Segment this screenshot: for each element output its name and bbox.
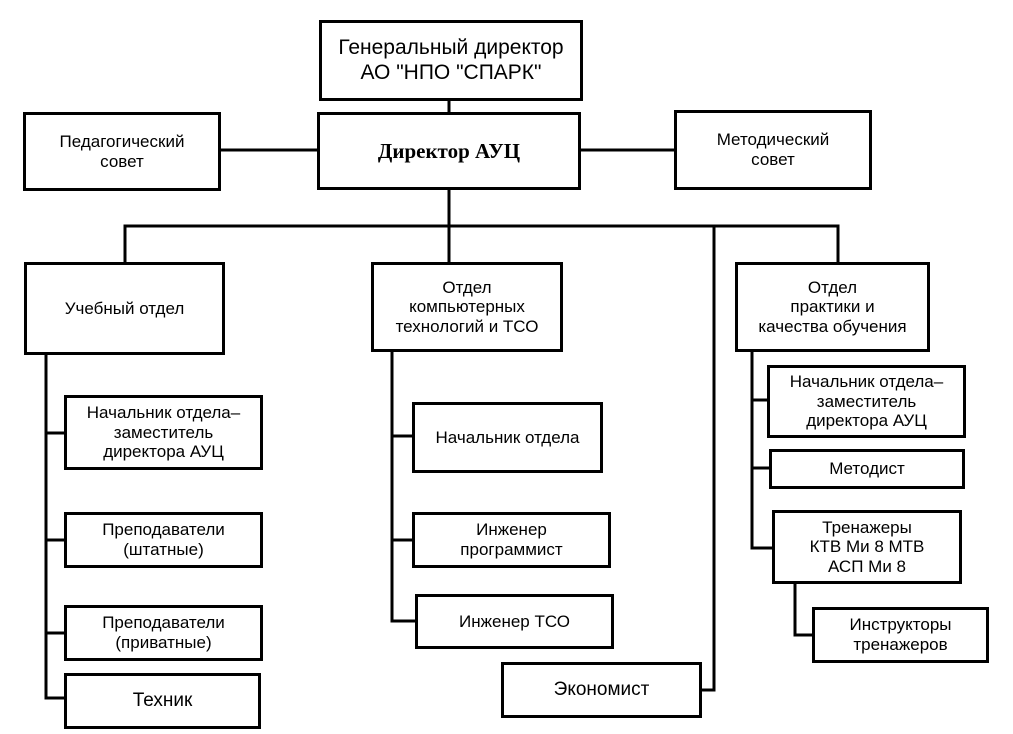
engineer-tso-box: Инженер ТСО	[415, 594, 614, 649]
study-department-box: Учебный отдел	[24, 262, 225, 355]
comp-head-box: Начальник отдела	[412, 402, 603, 473]
teachers-staff-box: Преподаватели (штатные)	[64, 512, 263, 568]
simulator-instructors-box: Инструкторы тренажеров	[812, 607, 989, 663]
technician-box: Техник	[64, 673, 261, 729]
practice-quality-department-box: Отдел практики и качества обучения	[735, 262, 930, 352]
director-box: Директор АУЦ	[317, 112, 581, 190]
computer-technologies-department-box: Отдел компьютерных технологий и ТСО	[371, 262, 563, 352]
study-head-box: Начальник отдела– заместитель директора …	[64, 395, 263, 470]
teachers-private-box: Преподаватели (приватные)	[64, 605, 263, 661]
simulators-box: Тренажеры КТВ Ми 8 МТВ АСП Ми 8	[772, 510, 962, 584]
economist-box: Экономист	[501, 662, 702, 718]
methodical-council-box: Методический совет	[674, 110, 872, 190]
methodist-box: Методист	[769, 449, 965, 489]
engineer-programmer-box: Инженер программист	[412, 512, 611, 568]
pedagogical-council-box: Педагогический совет	[23, 112, 221, 191]
practice-head-box: Начальник отдела– заместитель директора …	[767, 365, 966, 438]
general-director-box: Генеральный директор АО "НПО "СПАРК"	[319, 20, 583, 101]
